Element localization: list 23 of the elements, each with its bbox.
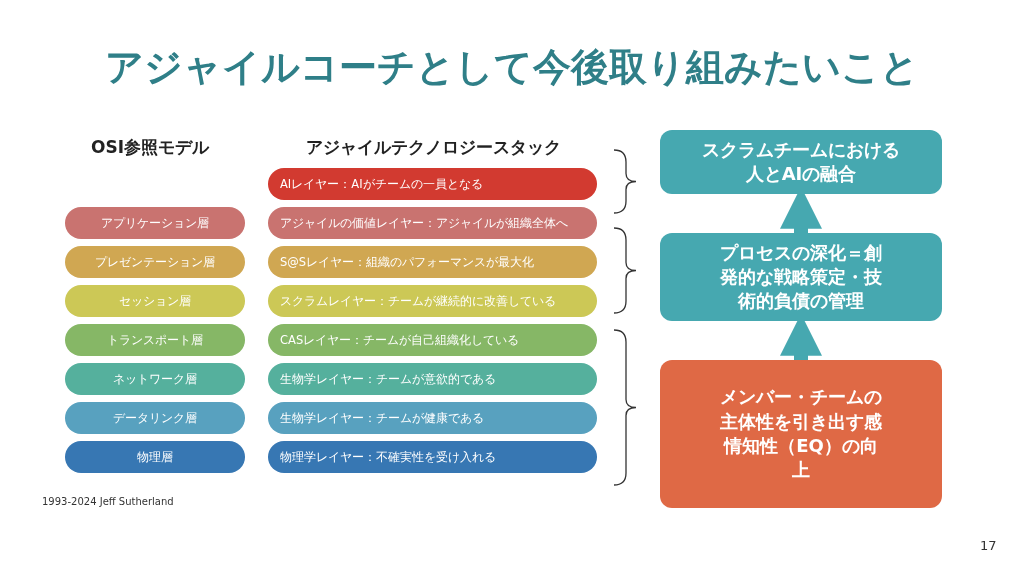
- layer-bar: ネットワーク層: [65, 363, 245, 395]
- layer-bar: トランスポート層: [65, 324, 245, 356]
- summary-box: メンバー・チームの主体性を引き出す感情知性（EQ）の向上: [660, 360, 942, 508]
- page-number: 17: [980, 538, 997, 553]
- layer-bar: セッション層: [65, 285, 245, 317]
- column-heading: アジャイルテクノロジースタック: [304, 136, 562, 159]
- layer-bar: AIレイヤー：AIがチームの一員となる: [268, 168, 597, 200]
- layer-bar: 生物学レイヤー：チームが意欲的である: [268, 363, 597, 395]
- slide-title: アジャイルコーチとして今後取り組みたいこと: [104, 44, 920, 91]
- summary-box: プロセスの深化＝創発的な戦略策定・技術的負債の管理: [660, 233, 942, 321]
- layer-bar: 物理層: [65, 441, 245, 473]
- summary-box: スクラムチームにおける人とAIの融合: [660, 130, 942, 194]
- layer-bar: 生物学レイヤー：チームが健康である: [268, 402, 597, 434]
- layer-bar: アプリケーション層: [65, 207, 245, 239]
- layer-bar: CASレイヤー：チームが自己組織化している: [268, 324, 597, 356]
- layer-bar: 物理学レイヤー：不確実性を受け入れる: [268, 441, 597, 473]
- layer-bar: スクラムレイヤー：チームが継続的に改善している: [268, 285, 597, 317]
- column-heading: OSI参照モデル: [90, 136, 211, 159]
- layer-bar: S@Sレイヤー：組織のパフォーマンスが最大化: [268, 246, 597, 278]
- layer-bar: プレゼンテーション層: [65, 246, 245, 278]
- copyright-note: 1993-2024 Jeff Sutherland: [42, 496, 174, 507]
- layer-bar: データリンク層: [65, 402, 245, 434]
- layer-bar: アジャイルの価値レイヤー：アジャイルが組織全体へ: [268, 207, 597, 239]
